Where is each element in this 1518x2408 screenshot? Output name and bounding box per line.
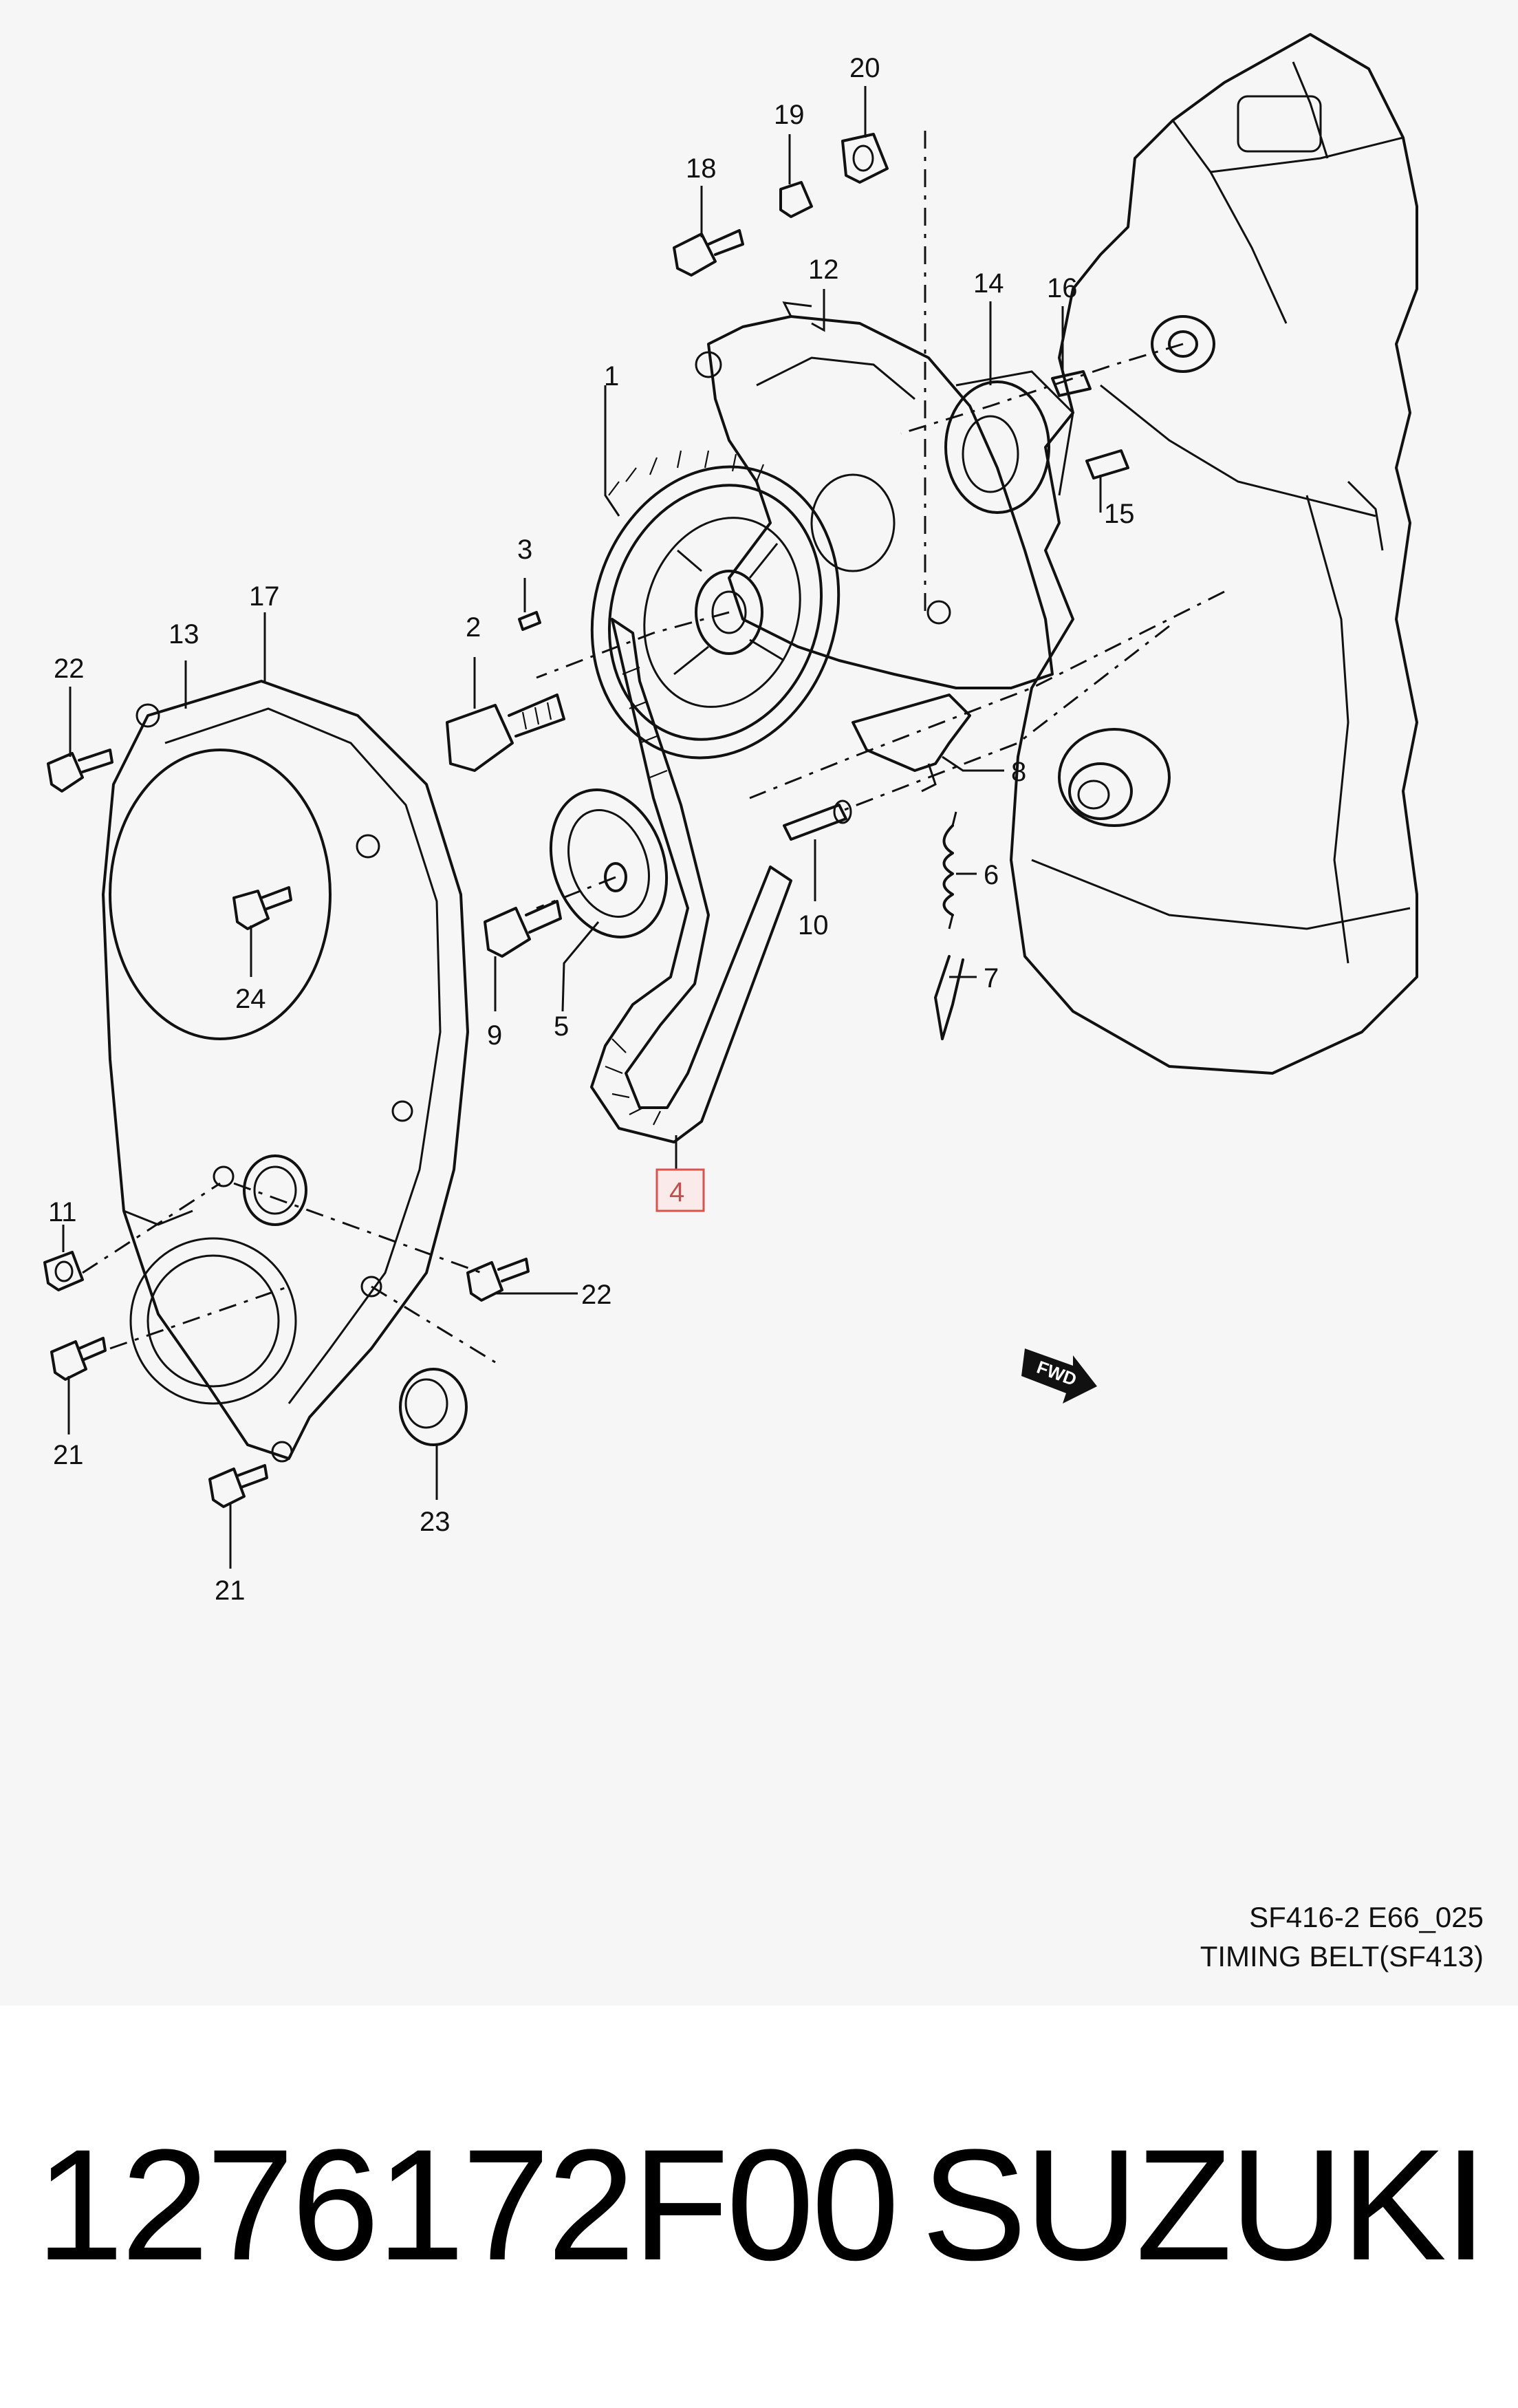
- callout-21-upper: 21: [53, 1440, 84, 1470]
- outer-timing-cover: [102, 680, 469, 1463]
- callout-12: 12: [808, 255, 839, 285]
- callout-22-top: 22: [54, 654, 85, 684]
- rear-timing-plate: [695, 301, 1054, 689]
- callout-7: 7: [984, 963, 999, 993]
- fwd-arrow: FWD: [1021, 1348, 1097, 1404]
- grommet-23: [399, 1368, 468, 1446]
- callout-6: 6: [984, 860, 999, 890]
- cover-bolt-24: [232, 886, 292, 930]
- cover-nut-11: [43, 1251, 84, 1291]
- camshaft-pulley-bolt: [446, 694, 565, 772]
- callout-16: 16: [1047, 273, 1078, 303]
- brand-name: SUZUKI: [921, 2116, 1488, 2293]
- callout-17: 17: [249, 581, 280, 612]
- callout-20: 20: [849, 53, 880, 83]
- cover-bolt-21-upper: [50, 1337, 107, 1381]
- callout-8: 8: [1011, 757, 1026, 787]
- callout-2: 2: [466, 612, 481, 643]
- callout-21-lower: 21: [215, 1576, 246, 1606]
- tensioner-pulley: [549, 788, 669, 938]
- cover-bolt-22-top: [47, 749, 113, 793]
- callout-4-highlight-box: [655, 1168, 705, 1212]
- callout-15: 15: [1104, 499, 1135, 529]
- callout-11: 11: [48, 1197, 77, 1227]
- callout-22-side: 22: [581, 1280, 612, 1310]
- part-number: 1276172F00: [36, 2116, 900, 2293]
- callout-19: 19: [774, 100, 805, 130]
- woodruff-pin: [518, 611, 541, 631]
- callout-5: 5: [554, 1011, 569, 1042]
- callout-labels: 1 2 3 4 5 6 7 8 9 10 11 12 13 14 15 16 1…: [48, 53, 1135, 1606]
- diagram-title: TIMING BELT(SF413): [1200, 1940, 1484, 1972]
- engine-block: [1010, 33, 1418, 1075]
- callout-14: 14: [973, 268, 1004, 299]
- alignment-lines: [82, 131, 1225, 1364]
- diagram-panel: FWD: [43, 33, 1484, 1972]
- callout-24: 24: [235, 984, 266, 1014]
- callout-4: 4: [669, 1177, 684, 1207]
- tensioner-spring: [942, 811, 957, 929]
- dowel-pin-16: [1051, 370, 1092, 397]
- spring-clip: [934, 955, 964, 1040]
- callout-13: 13: [169, 619, 199, 649]
- leader-lines: [62, 86, 1102, 1569]
- cover-bolt-21-lower: [208, 1464, 268, 1508]
- nut-19: [779, 181, 813, 218]
- callout-18: 18: [686, 153, 717, 184]
- cover-bolt-22-side: [466, 1258, 530, 1302]
- callout-10: 10: [798, 910, 829, 940]
- cover-seal: [243, 1154, 307, 1226]
- callout-3: 3: [517, 535, 532, 565]
- callout-23: 23: [420, 1507, 451, 1537]
- bolt-18: [673, 229, 744, 277]
- diagram-code: SF416-2 E66_025: [1249, 1901, 1484, 1933]
- nut-20: [841, 133, 889, 184]
- exploded-parts-diagram: FWD: [43, 33, 1418, 1606]
- callout-1: 1: [604, 361, 619, 391]
- callout-9: 9: [487, 1020, 502, 1051]
- camshaft-pulley: [590, 450, 841, 760]
- dowel-pin-15: [1085, 449, 1129, 480]
- tensioner-plate: [852, 694, 971, 793]
- tensioner-stud: [783, 799, 852, 841]
- tensioner-bolt: [484, 900, 562, 958]
- seal-housing: [944, 370, 1074, 514]
- timing-belt: [590, 618, 792, 1143]
